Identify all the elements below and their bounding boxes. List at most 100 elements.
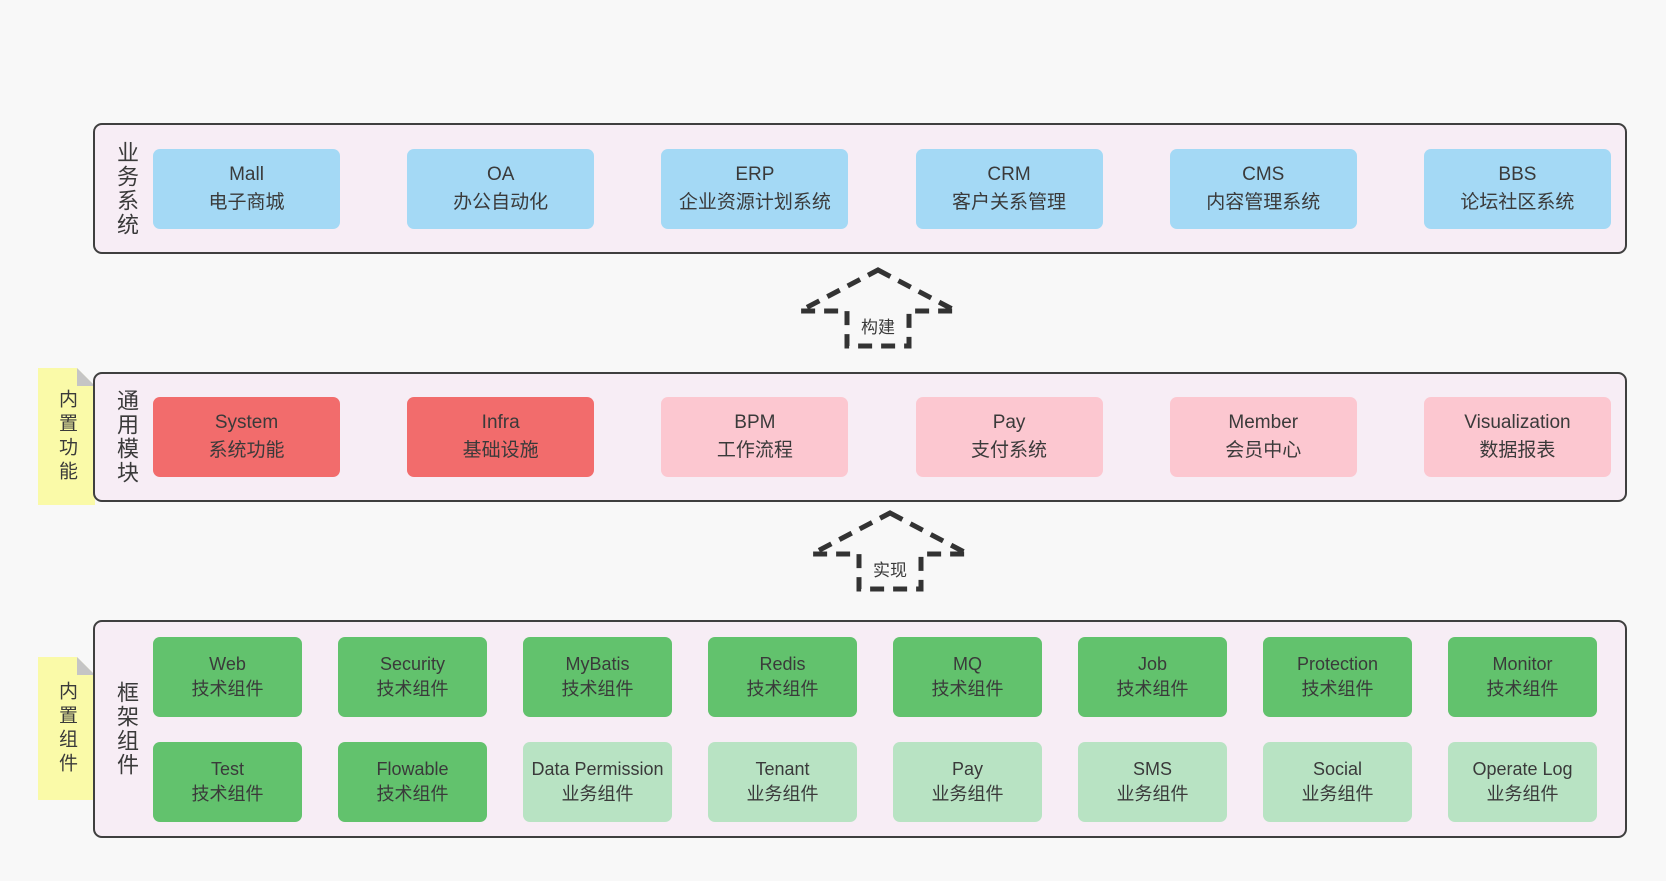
box-title: Tenant <box>755 759 810 780</box>
box-title: Pay <box>992 412 1026 434</box>
box-title: Security <box>379 654 446 675</box>
arrow-label-implement: 实现 <box>869 554 911 583</box>
box-title: Mall <box>229 163 264 185</box>
box-subtitle: 技术组件 <box>931 678 1004 699</box>
box-title: Data Permission <box>531 759 664 780</box>
layer-title-common-modules: 通用模块 <box>114 389 139 485</box>
box-subtitle: 数据报表 <box>1479 440 1556 461</box>
component-box-mybatis: MyBatis 技术组件 <box>523 636 672 717</box>
box-subtitle: 工作流程 <box>716 440 793 461</box>
box-subtitle: 基础设施 <box>462 440 539 461</box>
up-arrow-icon <box>810 510 970 592</box>
component-box-social: Social 业务组件 <box>1263 741 1412 822</box>
component-box-web: Web 技术组件 <box>153 636 302 717</box>
box-subtitle: 技术组件 <box>561 678 634 699</box>
component-box-job: Job 技术组件 <box>1078 636 1227 717</box>
box-subtitle: 业务组件 <box>1116 783 1189 804</box>
dashed-up-arrow-build: 构建 <box>793 265 963 349</box>
arrow-label-build: 构建 <box>857 311 899 340</box>
layer-title-business-systems: 业务系统 <box>114 140 139 237</box>
component-box-operate-log: Operate Log 业务组件 <box>1448 741 1597 822</box>
component-box-mall: Mall 电子商城 <box>153 148 340 229</box>
box-title: CRM <box>987 163 1031 185</box>
component-box-pay: Pay 支付系统 <box>915 397 1103 477</box>
box-subtitle: 论坛社区系统 <box>1460 191 1575 213</box>
box-title: Redis <box>759 654 806 675</box>
box-title: Social <box>1312 759 1363 780</box>
sticky-note-label: 内置组件 <box>56 680 77 777</box>
box-subtitle: 技术组件 <box>1116 678 1189 699</box>
box-title: BPM <box>734 412 776 434</box>
box-title: Web <box>209 654 246 675</box>
component-box-redis: Redis 技术组件 <box>708 636 857 717</box>
layer-business-systems: 业务系统 Mall 电子商城 OA 办公自动化 ERP 企业资源计划系统 CRM 客户关系管理… <box>93 123 1627 254</box>
box-subtitle: 办公自动化 <box>453 191 549 213</box>
box-title: SMS <box>1132 759 1172 780</box>
box-title: CMS <box>1242 163 1285 185</box>
sticky-note-built-in-features: 内置功能 <box>38 368 95 505</box>
box-title: MyBatis <box>565 654 630 675</box>
component-box-system: System 系统功能 <box>153 397 340 477</box>
business-systems-boxes: Mall 电子商城 OA 办公自动化 ERP 企业资源计划系统 CRM 客户关系管理 CMS 内容… <box>153 125 1611 252</box>
box-subtitle: 技术组件 <box>191 783 264 804</box>
box-title: Pay <box>951 759 984 780</box>
box-title: ERP <box>735 163 775 185</box>
box-subtitle: 电子商城 <box>208 191 285 213</box>
box-subtitle: 企业资源计划系统 <box>678 191 831 213</box>
box-subtitle: 技术组件 <box>1486 678 1559 699</box>
component-box-sms: SMS 业务组件 <box>1078 741 1227 822</box>
business-systems-row: Mall 电子商城 OA 办公自动化 ERP 企业资源计划系统 CRM 客户关系管理 CMS 内容… <box>153 148 1611 229</box>
box-title: Operate Log <box>1472 759 1573 780</box>
box-subtitle: 技术组件 <box>376 783 449 804</box>
component-box-bpm: BPM 工作流程 <box>661 397 849 477</box>
box-title: OA <box>486 163 515 185</box>
component-box-security: Security 技术组件 <box>338 636 487 717</box>
layer-title-framework-components: 框架组件 <box>114 681 139 777</box>
box-subtitle: 技术组件 <box>191 678 264 699</box>
box-subtitle: 技术组件 <box>746 678 819 699</box>
box-subtitle: 业务组件 <box>1301 783 1374 804</box>
sticky-note-built-in-components: 内置组件 <box>38 657 95 800</box>
component-box-oa: OA 办公自动化 <box>407 148 595 229</box>
component-box-protection: Protection 技术组件 <box>1263 636 1412 717</box>
box-title: Flowable <box>376 759 449 780</box>
box-subtitle: 技术组件 <box>376 678 449 699</box>
box-title: System <box>214 412 279 434</box>
component-box-tenant: Tenant 业务组件 <box>708 741 857 822</box>
sticky-note-label: 内置功能 <box>56 388 77 485</box>
box-title: Protection <box>1296 654 1379 675</box>
box-subtitle: 会员中心 <box>1225 440 1302 461</box>
component-box-test: Test 技术组件 <box>153 741 302 822</box>
box-title: Monitor <box>1492 654 1553 675</box>
component-box-bbs: BBS 论坛社区系统 <box>1423 148 1611 229</box>
box-title: BBS <box>1498 163 1537 185</box>
box-subtitle: 系统功能 <box>208 440 285 461</box>
box-subtitle: 技术组件 <box>1301 678 1374 699</box>
component-box-cms: CMS 内容管理系统 <box>1169 148 1357 229</box>
box-title: Job <box>1137 654 1168 675</box>
box-subtitle: 业务组件 <box>746 783 819 804</box>
up-arrow-icon <box>798 267 958 349</box>
box-subtitle: 客户关系管理 <box>952 191 1067 213</box>
component-box-erp: ERP 企业资源计划系统 <box>661 148 849 229</box>
box-subtitle: 业务组件 <box>931 783 1004 804</box>
component-box-pay: Pay 业务组件 <box>893 741 1042 822</box>
box-title: Test <box>210 759 244 780</box>
box-title: MQ <box>953 654 982 675</box>
dashed-up-arrow-implement: 实现 <box>805 508 975 592</box>
box-subtitle: 支付系统 <box>971 440 1048 461</box>
box-subtitle: 业务组件 <box>1486 783 1559 804</box>
box-subtitle: 内容管理系统 <box>1206 191 1321 213</box>
component-box-crm: CRM 客户关系管理 <box>915 148 1103 229</box>
